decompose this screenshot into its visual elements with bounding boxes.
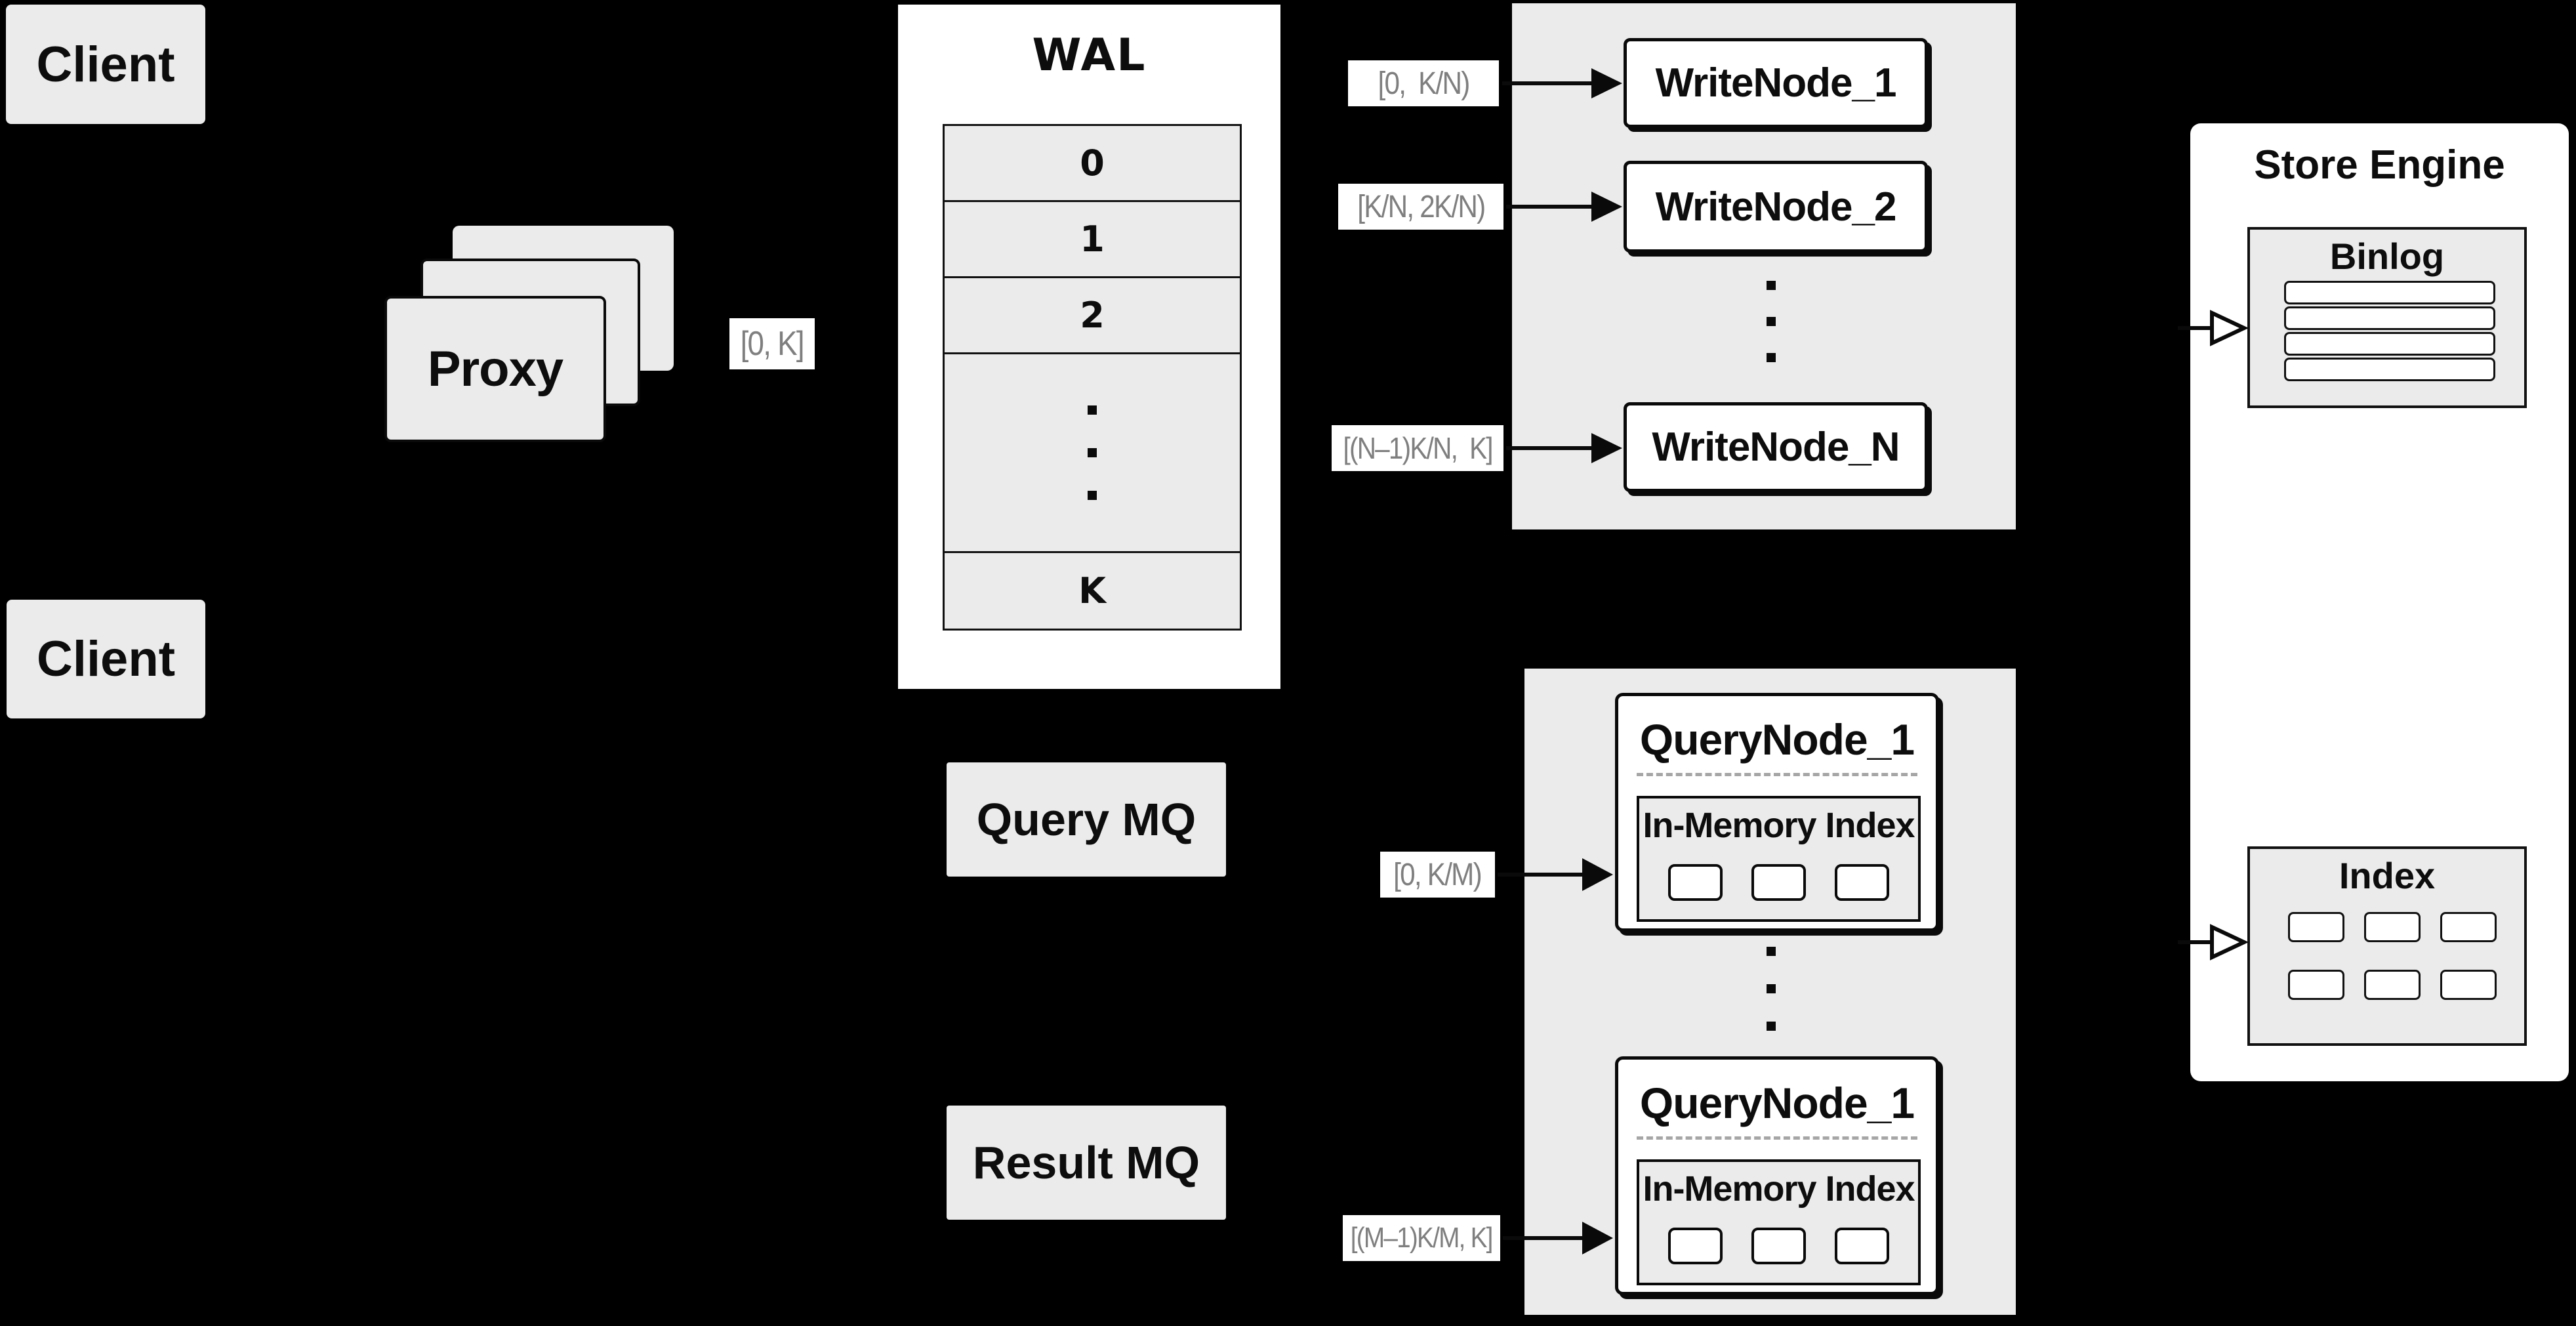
wal-row-ellipsis — [945, 354, 1240, 553]
segment-square — [1835, 1228, 1889, 1264]
index-square — [2440, 970, 2497, 1000]
index-squares-row — [2288, 912, 2511, 942]
binlog-row — [2284, 358, 2495, 381]
query-node-2-title: QueryNode_1 — [1639, 1079, 1915, 1127]
segment-square — [1668, 864, 1723, 901]
binlog-row — [2284, 281, 2495, 304]
write-node-2: WriteNode_2 — [1624, 161, 1928, 253]
wal-row-2: 2 — [945, 278, 1240, 354]
segment-square — [1751, 1228, 1806, 1264]
index-squares-row — [2288, 970, 2511, 1000]
dashed-divider — [1637, 1136, 1917, 1140]
segment-square — [1835, 864, 1889, 901]
client-bottom-label: Client — [36, 631, 176, 687]
result-mq-box: Result MQ — [947, 1106, 1226, 1220]
write-node-1: WriteNode_1 — [1624, 38, 1928, 128]
proxy-label: Proxy — [427, 341, 563, 397]
store-engine-title: Store Engine — [2254, 142, 2505, 188]
binlog-rows — [2284, 281, 2495, 383]
wal-box: WAL 0 1 2 K — [898, 5, 1280, 689]
wal-table: 0 1 2 K — [943, 124, 1242, 631]
store-engine-panel: Store Engine Binlog Index — [2190, 123, 2569, 1081]
range-label-query-m: [(M–1)K/M, K] — [1343, 1215, 1500, 1261]
binlog-row — [2284, 332, 2495, 356]
client-node-top: Client — [6, 5, 205, 124]
index-square — [2440, 912, 2497, 942]
binlog-row — [2284, 306, 2495, 330]
index-square — [2288, 970, 2344, 1000]
dashed-divider — [1637, 773, 1917, 776]
in-memory-index-box-2: In-Memory Index — [1637, 1159, 1921, 1285]
wal-title: WAL — [1032, 30, 1147, 81]
binlog-title: Binlog — [2329, 236, 2445, 277]
range-label-proxy-out: [0, K] — [729, 318, 815, 369]
query-mq-box: Query MQ — [947, 762, 1226, 877]
index-square — [2364, 912, 2421, 942]
query-nodes-ellipsis-dots — [1767, 947, 1776, 1031]
segment-square — [1668, 1228, 1723, 1264]
proxy-node: Proxy — [384, 296, 606, 442]
wal-row-k: K — [945, 553, 1240, 629]
range-label-write-1: [0, K/N) — [1348, 60, 1499, 106]
client-top-label: Client — [36, 36, 175, 93]
in-memory-index-box-1: In-Memory Index — [1637, 796, 1921, 922]
index-title: Index — [2339, 855, 2436, 896]
query-node-1: QueryNode_1 In-Memory Index — [1615, 693, 1939, 932]
index-square — [2288, 912, 2344, 942]
range-label-write-n: [(N–1)K/N, K] — [1332, 425, 1503, 471]
segment-square — [1751, 864, 1806, 901]
wal-row-0: 0 — [945, 126, 1240, 202]
index-box: Index — [2247, 846, 2527, 1046]
write-node-n: WriteNode_N — [1624, 402, 1928, 492]
client-node-bottom: Client — [7, 600, 205, 718]
segment-squares — [1639, 1228, 1918, 1264]
wal-row-1: 1 — [945, 202, 1240, 278]
range-label-query-1: [0, K/M) — [1380, 852, 1495, 898]
binlog-box: Binlog — [2247, 227, 2527, 408]
range-label-write-2: [K/N, 2K/N) — [1338, 184, 1503, 230]
index-square — [2364, 970, 2421, 1000]
ellipsis-dots — [1088, 405, 1097, 500]
query-node-1-title: QueryNode_1 — [1639, 715, 1915, 764]
query-node-2: QueryNode_1 In-Memory Index — [1615, 1056, 1939, 1295]
write-nodes-ellipsis-dots — [1767, 281, 1776, 362]
segment-squares — [1639, 864, 1918, 901]
